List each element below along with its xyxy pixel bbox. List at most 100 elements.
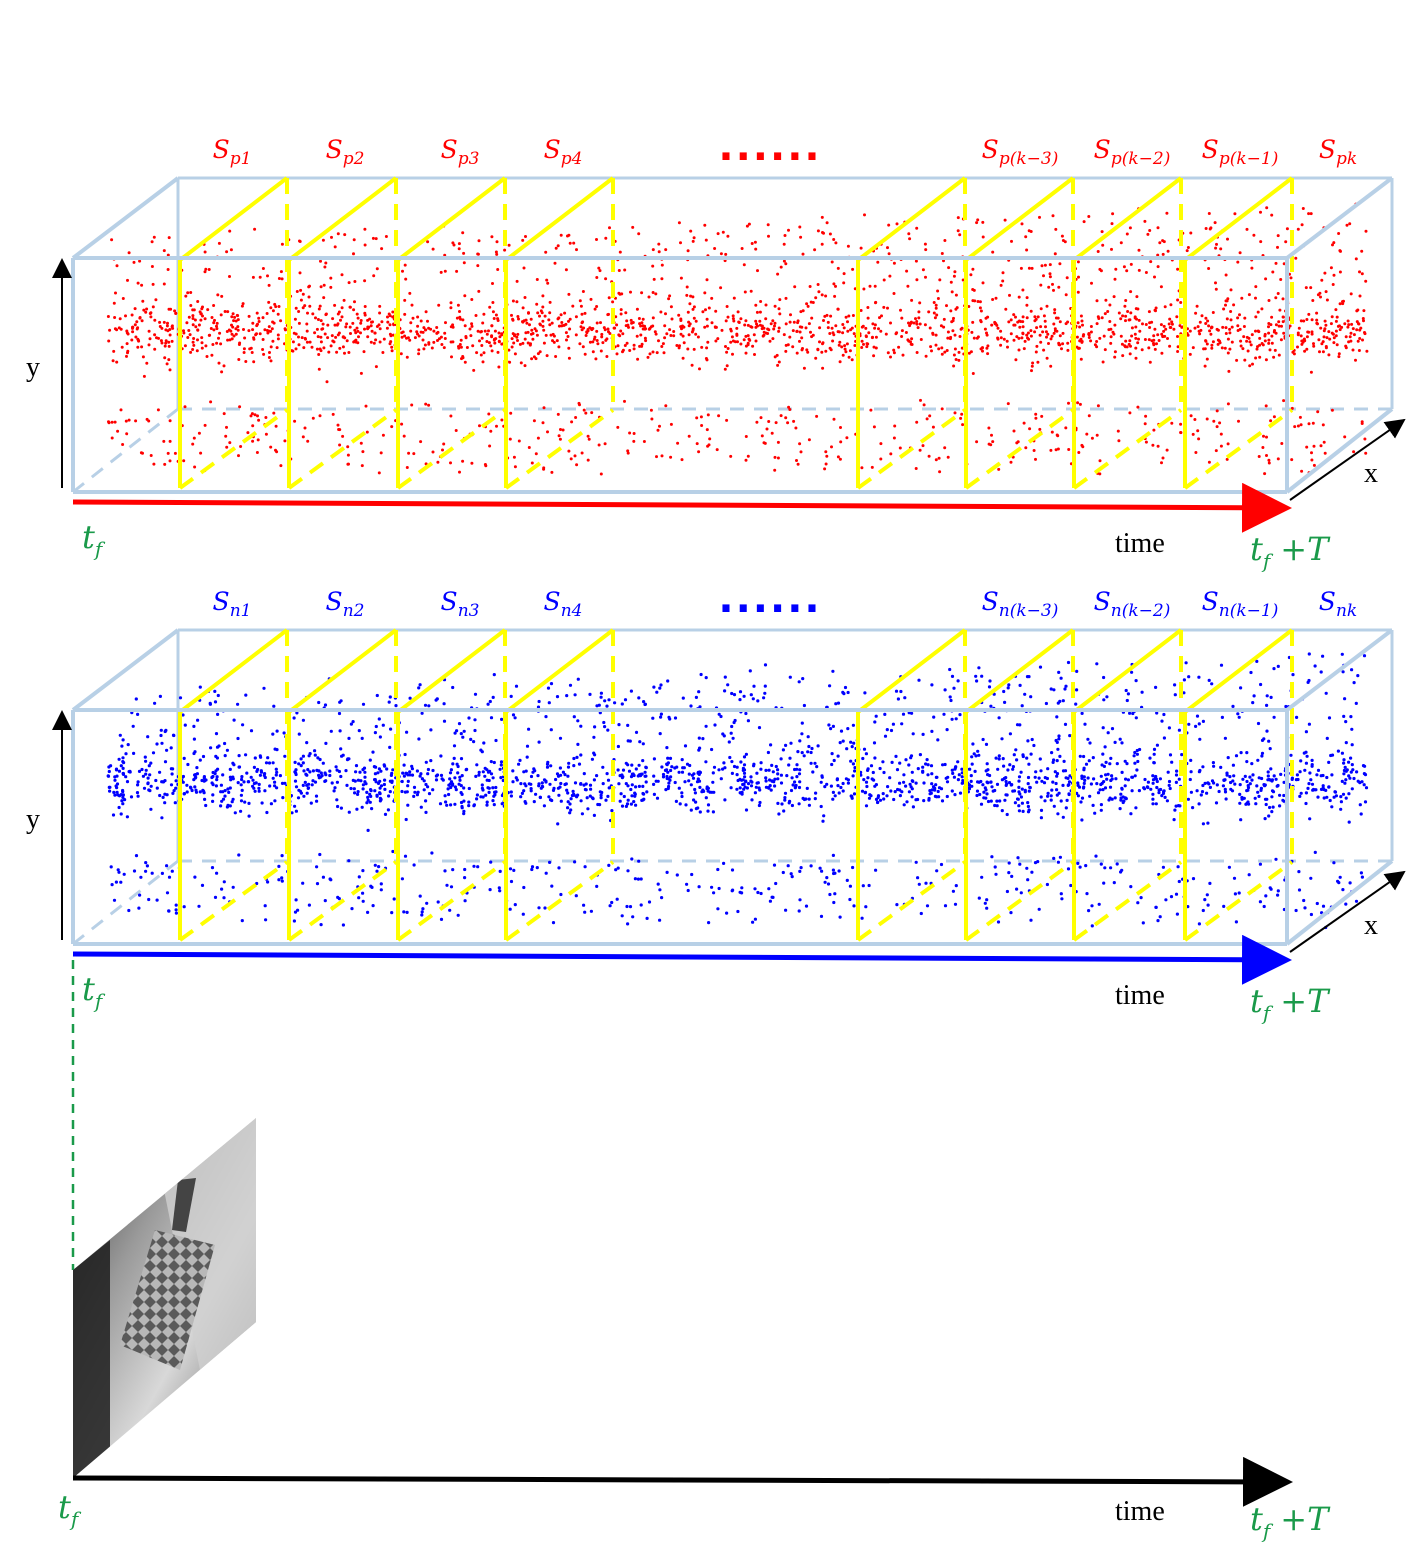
event-point (427, 342, 431, 346)
event-point (820, 775, 824, 779)
event-point (476, 252, 480, 256)
event-point (1135, 748, 1139, 753)
event-point (131, 325, 134, 329)
event-point (271, 309, 275, 313)
event-point (703, 325, 707, 329)
event-point (587, 437, 591, 441)
event-point (182, 905, 186, 909)
event-point (1040, 414, 1044, 418)
event-point (758, 319, 762, 323)
event-point (892, 348, 896, 352)
event-point (530, 865, 535, 869)
event-point (346, 445, 350, 449)
event-point (232, 319, 236, 323)
event-point (769, 322, 773, 326)
event-point (851, 865, 855, 870)
event-point (569, 457, 573, 461)
event-point (851, 774, 855, 778)
event-point (498, 767, 502, 771)
event-point (687, 333, 691, 337)
event-point (1132, 754, 1136, 758)
event-point (660, 454, 664, 458)
event-point (477, 239, 481, 243)
event-point (979, 347, 983, 351)
event-point (163, 344, 167, 348)
event-point (410, 764, 414, 768)
event-point (1207, 212, 1211, 215)
event-point (603, 442, 607, 446)
event-point (1176, 335, 1179, 338)
event-point (426, 240, 430, 244)
event-point (658, 888, 662, 892)
event-point (665, 332, 669, 336)
event-point (1000, 737, 1004, 741)
event-point (452, 744, 457, 748)
event-point (512, 455, 516, 459)
event-point (153, 347, 157, 351)
event-point (1148, 326, 1152, 329)
event-point (338, 729, 342, 733)
event-point (773, 468, 777, 472)
event-point (351, 321, 355, 325)
event-point (182, 756, 186, 761)
slice-bottom-edge (964, 408, 1075, 490)
event-point (1289, 276, 1293, 280)
event-point (626, 323, 630, 327)
event-point (1151, 802, 1155, 806)
event-point (109, 865, 113, 869)
event-point (253, 227, 257, 231)
event-point (862, 747, 867, 751)
event-point (1050, 430, 1054, 434)
event-point (280, 876, 284, 880)
event-point (1255, 784, 1259, 788)
event-point (561, 770, 566, 774)
event-point (580, 328, 584, 332)
event-point (416, 315, 420, 319)
event-point (983, 901, 987, 905)
event-point (332, 789, 336, 793)
event-point (442, 719, 447, 723)
event-point (1208, 329, 1212, 333)
event-point (472, 803, 476, 807)
event-point (274, 767, 278, 771)
event-point (256, 438, 260, 442)
event-point (954, 717, 958, 721)
event-point (273, 799, 277, 803)
event-point (410, 767, 414, 771)
event-point (420, 913, 424, 917)
event-point (541, 421, 545, 425)
event-point (749, 775, 753, 779)
event-point (801, 252, 805, 256)
event-point (633, 791, 637, 795)
event-point (339, 747, 343, 751)
event-point (1058, 334, 1062, 338)
event-point (409, 329, 413, 333)
event-point (460, 357, 463, 361)
event-point (412, 794, 416, 799)
event-point (388, 314, 392, 318)
event-point (1112, 295, 1116, 299)
event-point (1352, 776, 1356, 781)
event-point (1021, 325, 1025, 329)
event-point (1229, 318, 1233, 322)
event-point (1340, 652, 1344, 656)
event-point (1230, 325, 1234, 329)
event-point (432, 340, 436, 344)
event-point (677, 786, 681, 790)
event-point (1257, 794, 1261, 799)
event-point (223, 310, 227, 313)
event-point (565, 788, 569, 792)
event-point (275, 770, 279, 774)
event-point (974, 674, 978, 678)
event-point (568, 811, 572, 815)
event-point (1002, 337, 1006, 341)
segment-label-base: S (213, 135, 230, 164)
event-point (1356, 674, 1360, 678)
event-point (824, 294, 828, 298)
event-point (1276, 783, 1280, 788)
event-point (242, 351, 246, 354)
event-point (403, 312, 407, 316)
event-point (873, 326, 877, 330)
segment-label: Sp2 (326, 135, 365, 169)
event-point (199, 312, 203, 316)
